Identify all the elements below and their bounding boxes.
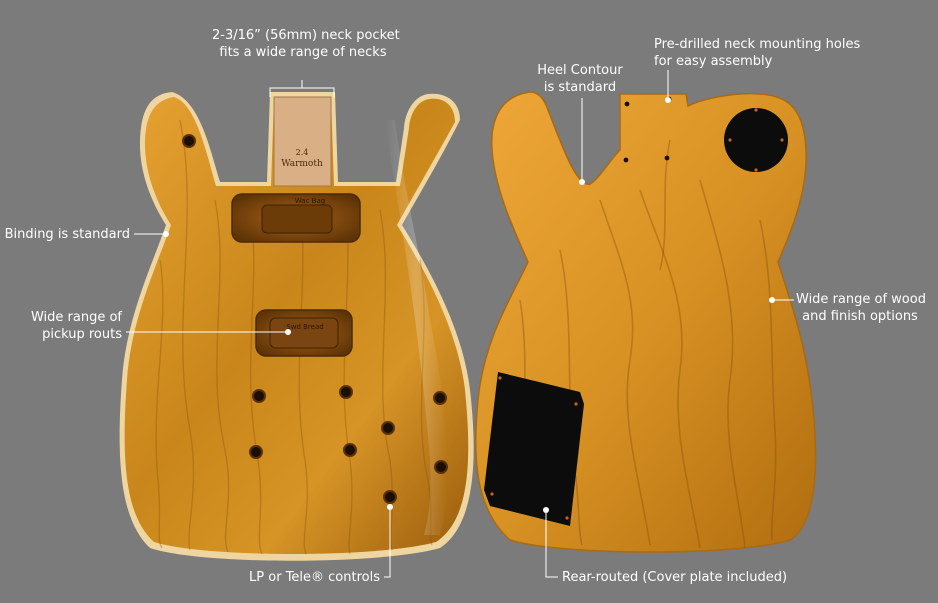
control-hole xyxy=(383,490,397,504)
neck-pocket-line2: fits a wide range of necks xyxy=(219,45,387,60)
control-hole xyxy=(339,385,353,399)
neck-pocket-stamp: Warmoth xyxy=(281,159,323,169)
rear-cover-screws xyxy=(490,376,578,520)
callout-lines xyxy=(126,70,794,578)
bridge-pickup-rout-inner xyxy=(269,317,339,349)
bridge-rout-stamp: Swd Bread xyxy=(286,323,323,331)
controls-line xyxy=(384,507,391,578)
strap-button-hole xyxy=(182,134,196,148)
neck-pocket-insert xyxy=(273,96,332,187)
wood-finish-callout: Wide range of wood and finish options xyxy=(796,291,926,325)
control-hole xyxy=(252,389,266,403)
front-gloss-highlight xyxy=(385,120,448,535)
front-body: 2.4 Warmoth Wac Bag Swd Bread xyxy=(119,92,474,561)
neck-rout-stamp: Wac Bag xyxy=(295,197,325,205)
control-hole xyxy=(434,460,448,474)
control-hole xyxy=(249,445,263,459)
rear-routed-line xyxy=(545,512,558,578)
mounting-holes-callout: Pre-drilled neck mounting holes for easy… xyxy=(654,36,874,70)
pickup-routs-line2: pickup routs xyxy=(42,327,122,342)
front-control-holes xyxy=(182,134,448,504)
heel-contour-callout: Heel Contour is standard xyxy=(510,62,650,96)
neck-pocket-line1: 2-3/16” (56mm) neck pocket xyxy=(212,28,400,43)
back-grain xyxy=(519,139,777,549)
callout-dots xyxy=(163,97,775,513)
wood-finish-line2: and finish options xyxy=(802,309,918,324)
controls-callout: LP or Tele® controls xyxy=(200,569,380,586)
rear-routed-callout: Rear-routed (Cover plate included) xyxy=(562,569,802,586)
neck-pickup-rout-inner xyxy=(261,204,333,234)
binding-line1: Binding is standard xyxy=(4,227,130,242)
control-hole xyxy=(433,391,447,405)
control-hole xyxy=(381,421,395,435)
control-hole xyxy=(343,443,357,457)
rear-cover-plate xyxy=(484,372,584,526)
heel-contour-line1: Heel Contour xyxy=(537,63,623,78)
pickup-routs-callout: Wide range of pickup routs xyxy=(0,309,122,343)
controls-line1: LP or Tele® controls xyxy=(249,570,380,585)
output-jack-screws xyxy=(728,108,784,172)
output-jack-cover xyxy=(724,108,788,172)
neck-pocket-number: 2.4 xyxy=(296,148,309,157)
mounting-holes-line2: for easy assembly xyxy=(654,54,773,69)
back-body xyxy=(474,91,817,553)
heel-contour-line2: is standard xyxy=(543,80,617,95)
pickup-routs-line1: Wide range of xyxy=(30,310,122,325)
rear-routed-line1: Rear-routed (Cover plate included) xyxy=(562,570,788,585)
neck-pocket-callout: 2-3/16” (56mm) neck pocket fits a wide r… xyxy=(212,27,400,61)
binding-callout: Binding is standard xyxy=(0,226,130,243)
wood-finish-line1: Wide range of wood xyxy=(796,292,926,307)
mounting-holes-line1: Pre-drilled neck mounting holes xyxy=(654,37,861,52)
